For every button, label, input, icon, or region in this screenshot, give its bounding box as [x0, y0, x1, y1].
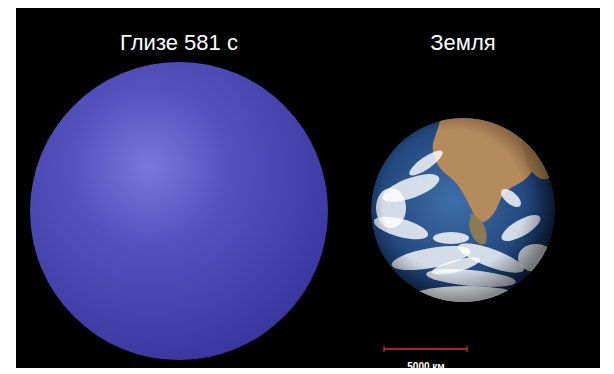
scale-label: 5000 км — [407, 361, 444, 372]
earth-globe: Земля — [371, 118, 555, 302]
black-frame — [16, 8, 600, 368]
planet-circle: Глизе 581 с — [30, 62, 328, 360]
node-title-holder: Земля — [430, 30, 495, 56]
planet-disc — [30, 62, 328, 360]
scale-label-holder: 5000 км — [407, 356, 444, 374]
planet-name: Глизе 581 с — [120, 30, 238, 55]
earth-image — [371, 118, 555, 302]
scale-bar — [384, 346, 467, 352]
node-title-holder: Глизе 581 с — [120, 30, 238, 56]
planet-name: Земля — [430, 30, 495, 55]
